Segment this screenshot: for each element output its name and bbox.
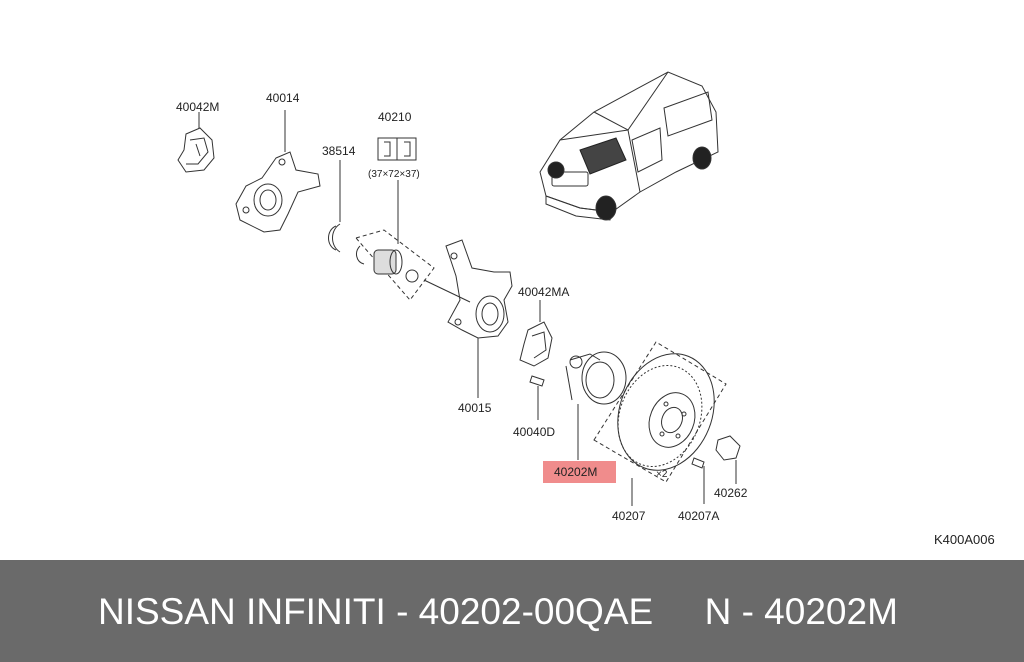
part-number-caption: NISSAN INFINITI - 40202-00QAE N - 40202M xyxy=(98,591,898,632)
label-40015: 40015 xyxy=(458,401,492,415)
label-40042MA: 40042MA xyxy=(518,285,570,299)
diagram-drawing xyxy=(177,71,741,506)
knuckle-40015-drawing xyxy=(445,239,513,398)
diagram-code: K400A006 xyxy=(934,532,995,547)
bearing-40210-drawing xyxy=(355,137,471,303)
hub-40202M-drawing xyxy=(565,351,627,460)
label-40014: 40014 xyxy=(266,91,300,105)
label-40207A: 40207A xyxy=(678,509,720,523)
part-highlight xyxy=(543,461,616,483)
parts-diagram: 40042M 40014 38514 40210 (37×72×37) 4004… xyxy=(176,71,995,547)
footer-bar xyxy=(0,560,1024,662)
screw-40207A-drawing xyxy=(691,457,705,504)
label-40202M: 40202M xyxy=(554,465,598,479)
label-40210-dimensions: (37×72×37) xyxy=(368,169,420,180)
knuckle-40014-drawing xyxy=(235,110,321,233)
label-40262: 40262 xyxy=(714,486,748,500)
snap-ring-38514-drawing xyxy=(328,160,341,253)
dust-shield-40042MA-drawing xyxy=(519,300,553,367)
label-38514: 38514 xyxy=(322,144,356,158)
label-40042M: 40042M xyxy=(176,100,220,114)
label-40207: 40207 xyxy=(612,509,646,523)
label-40210: 40210 xyxy=(378,110,412,124)
vehicle-drawing xyxy=(539,71,719,221)
bolt-40040D-drawing xyxy=(529,375,545,420)
label-quantity: ×2 xyxy=(656,469,668,480)
nut-40262-drawing xyxy=(715,435,741,484)
label-40040D: 40040D xyxy=(513,425,556,439)
brake-disc-40207-drawing xyxy=(593,341,727,506)
dust-shield-40042M-drawing xyxy=(177,112,215,173)
